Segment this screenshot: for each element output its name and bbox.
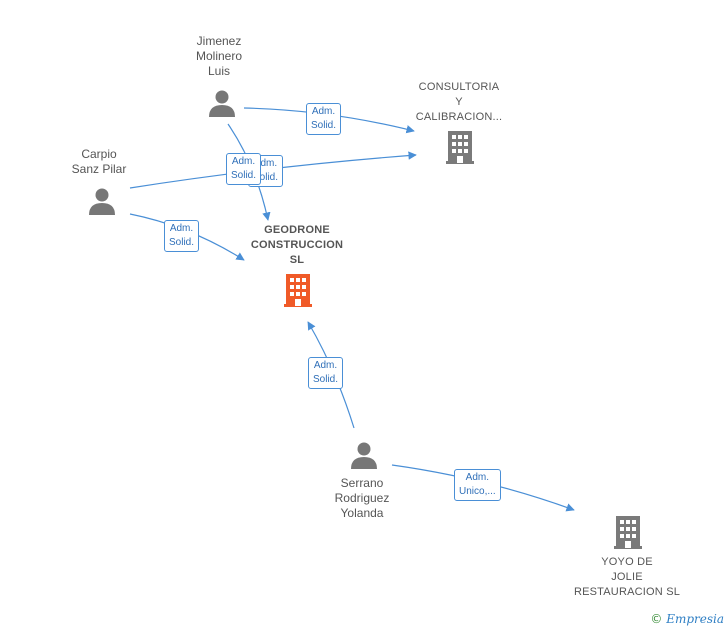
brand-watermark: © Empresia [650,612,724,626]
building-icon[interactable] [612,514,644,550]
edge-label-carpio-geodrone[interactable]: Adm. Solid. [164,220,200,252]
company-label-consultoria[interactable]: CONSULTORIA Y CALIBRACION... [415,81,503,123]
person-icon[interactable] [207,88,237,118]
edge-label-jimenez-consultoria[interactable]: Adm. Solid. [306,103,342,135]
brand-name: Empresia [666,612,724,626]
edge-label-serrano-geodrone[interactable]: Adm. Solid. [308,357,344,389]
person-label-carpio[interactable]: Carpio Sanz Pilar [71,147,127,176]
edge-label-serrano-yoyo[interactable]: Adm. Unico,... [454,469,501,501]
edge-label-jimenez-geodrone[interactable]: Adm. Solid. [226,153,262,185]
person-label-serrano[interactable]: Serrano Rodriguez Yolanda [334,476,390,520]
copyright-icon: © [650,612,663,626]
building-icon[interactable] [282,272,314,308]
person-icon[interactable] [87,186,117,216]
person-label-jimenez[interactable]: Jimenez Molinero Luis [195,34,243,78]
company-label-geodrone[interactable]: GEODRONE CONSTRUCCION SL [250,224,344,266]
person-icon[interactable] [349,440,379,470]
building-icon[interactable] [444,129,476,165]
company-label-yoyo[interactable]: YOYO DE JOLIE RESTAURACION SL [573,556,681,598]
